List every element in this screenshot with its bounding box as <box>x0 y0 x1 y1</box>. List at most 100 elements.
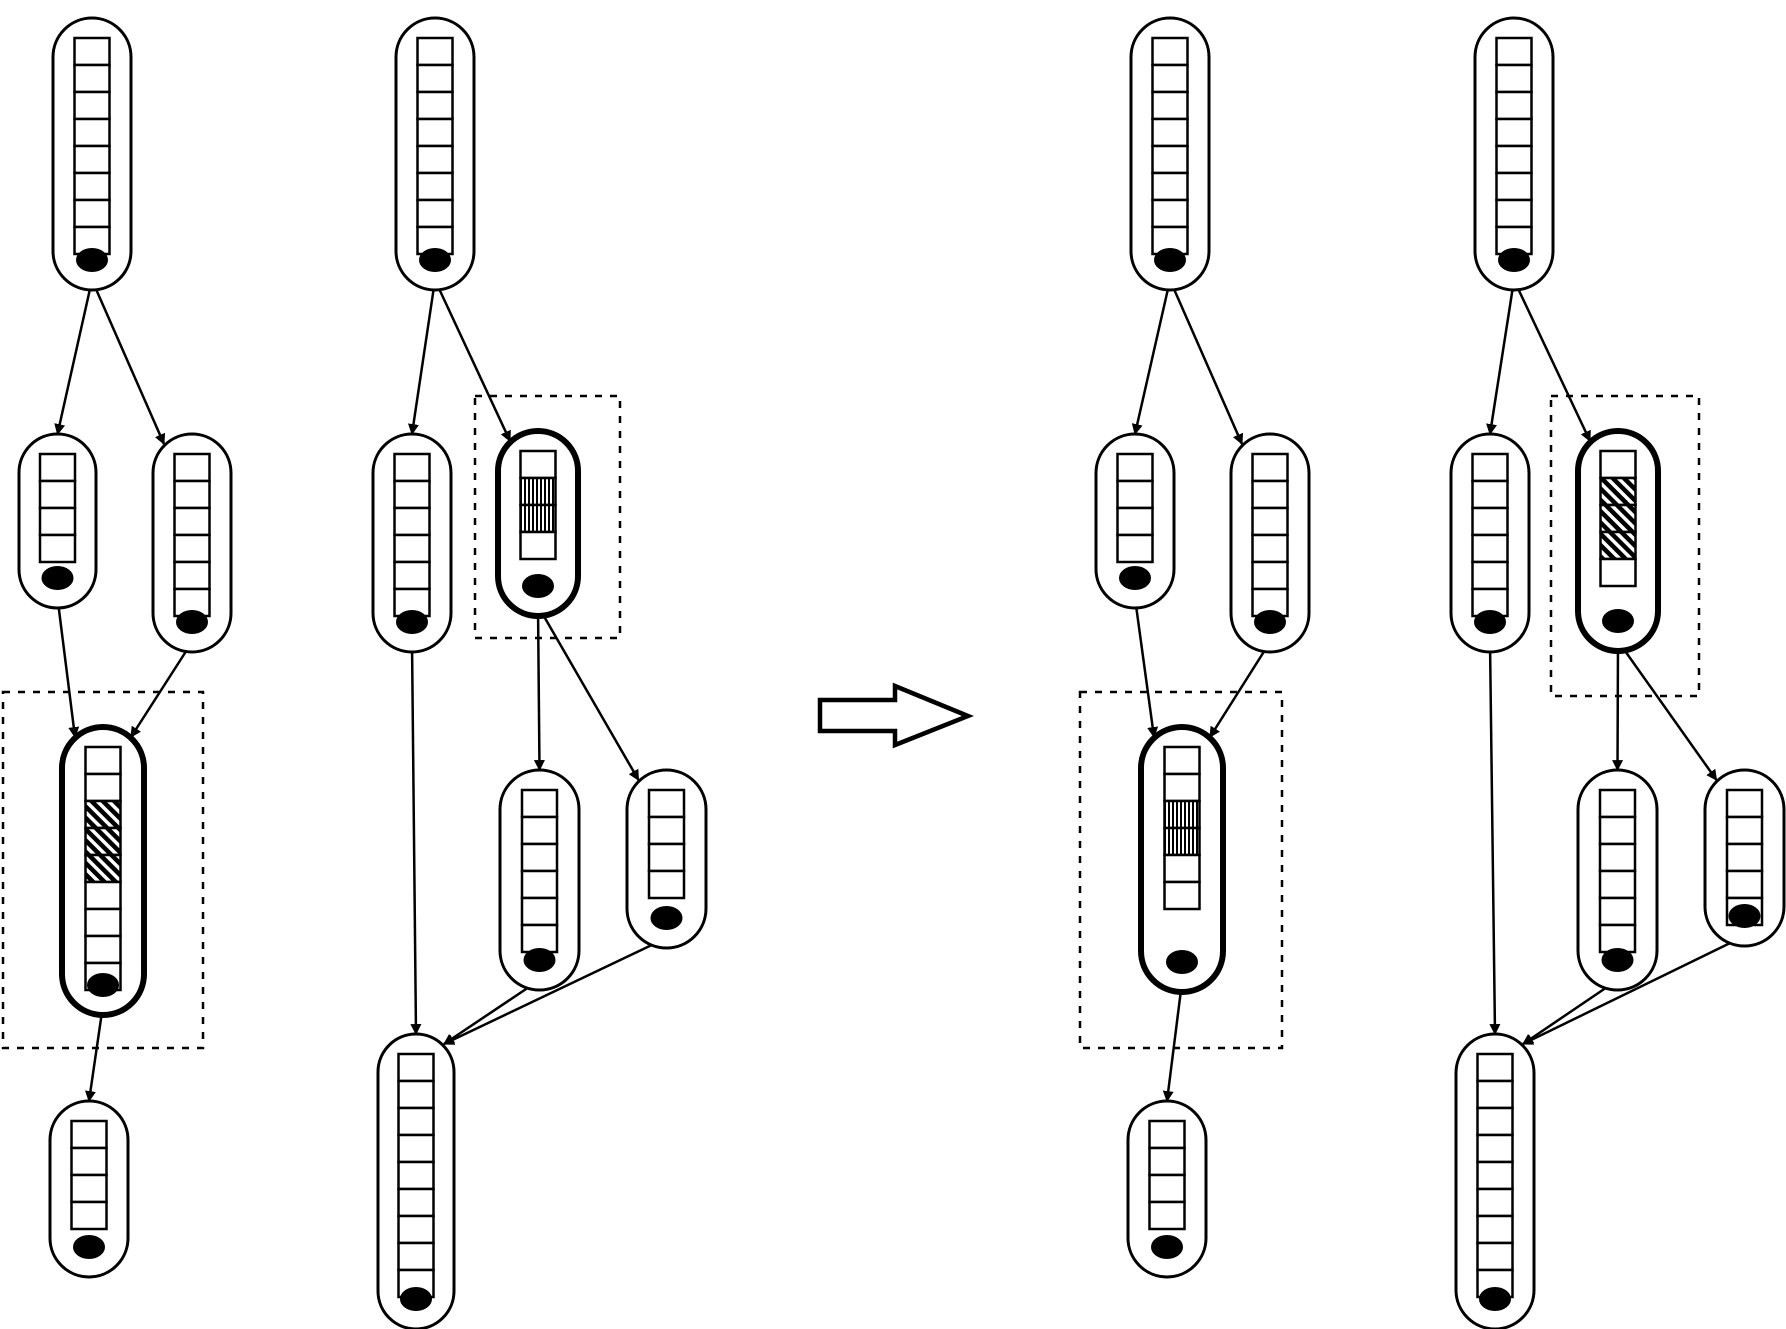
slot-cell <box>416 171 454 202</box>
edge-arrow <box>443 978 541 1046</box>
panel-2 <box>371 16 708 1329</box>
slot-cell <box>173 560 211 591</box>
slot-cell <box>1151 171 1189 202</box>
slot-cell <box>1116 452 1154 483</box>
node-port <box>522 574 554 598</box>
slot-cell <box>397 1106 435 1137</box>
slot-cell <box>1148 1200 1186 1231</box>
node <box>1229 432 1311 654</box>
slot-cell <box>1471 479 1509 510</box>
slot-cell <box>1495 117 1533 148</box>
edge-arrow <box>433 279 512 442</box>
edge-arrow <box>410 641 422 1036</box>
slot-cell <box>73 63 111 94</box>
slot-cell <box>1251 533 1289 564</box>
slot-cell <box>1495 144 1533 175</box>
slot-cell <box>1151 198 1189 229</box>
slot-cell <box>70 1200 108 1231</box>
slot-cell <box>1251 452 1289 483</box>
node-port <box>400 1287 432 1311</box>
slot-cell <box>519 449 557 480</box>
slot-cell <box>520 842 559 873</box>
slot-cell <box>84 880 122 911</box>
highlighted-node <box>59 724 147 1018</box>
slot-cell <box>1471 452 1509 483</box>
edge-arrow <box>1612 640 1624 772</box>
slot-cell <box>173 506 211 537</box>
slot-cell <box>1471 533 1509 564</box>
slot-cell <box>1599 557 1637 588</box>
edge-arrow <box>533 605 545 772</box>
slot-cell <box>519 530 557 561</box>
node <box>1473 16 1555 292</box>
slot-cell <box>84 907 122 938</box>
slot-cell <box>70 1146 108 1177</box>
node-port <box>419 248 451 272</box>
slot-cell <box>73 144 111 175</box>
slot-cell <box>1148 1173 1186 1204</box>
node <box>394 16 476 292</box>
edge-arrow <box>1486 279 1516 436</box>
slot-cell <box>1163 826 1201 857</box>
edge-arrow <box>56 597 80 739</box>
slot-cell <box>1599 530 1637 561</box>
slot-cell <box>1151 90 1189 121</box>
node <box>1454 1032 1536 1329</box>
panel-4 <box>1449 16 1786 1329</box>
slot-cell <box>84 772 122 803</box>
edge-arrow <box>443 936 668 1046</box>
edge-arrow <box>1616 640 1718 781</box>
slot-cell <box>73 171 111 202</box>
node <box>1449 432 1531 654</box>
slot-cell <box>647 842 686 873</box>
node-port <box>1154 248 1186 272</box>
edge-arrow <box>90 279 166 446</box>
slot-cell <box>1725 788 1764 819</box>
slot-cell <box>1495 198 1533 229</box>
node <box>1129 16 1211 292</box>
slot-cell <box>416 198 454 229</box>
slot-cell <box>647 869 686 900</box>
slot-cell <box>1116 479 1154 510</box>
slot-cell <box>1476 1187 1514 1218</box>
node-port <box>1254 610 1286 634</box>
node <box>17 432 98 610</box>
slot-cell <box>520 896 559 927</box>
slot-cell <box>393 479 431 510</box>
slot-cell <box>1476 1052 1514 1083</box>
slot-cell <box>1725 842 1764 873</box>
slot-cell <box>393 533 431 564</box>
slot-cell <box>1598 896 1637 927</box>
slot-cell <box>520 788 559 819</box>
slot-cell <box>73 117 111 148</box>
panel-3 <box>1094 16 1311 1279</box>
selection-box <box>1078 690 1284 1050</box>
slot-cell <box>173 533 211 564</box>
edge-arrow <box>1133 597 1159 739</box>
slot-cell <box>173 479 211 510</box>
node <box>48 1099 130 1279</box>
node-port <box>1601 948 1634 972</box>
edge-arrow <box>1522 934 1746 1046</box>
slot-cell <box>1148 1119 1186 1150</box>
slot-cell <box>393 560 431 591</box>
slot-cell <box>1476 1106 1514 1137</box>
slot-cell <box>1598 815 1637 846</box>
slot-cell <box>173 452 211 483</box>
node <box>625 768 708 950</box>
slot-cell <box>397 1187 435 1218</box>
node-port <box>650 906 683 930</box>
node-port <box>396 610 428 634</box>
slot-cell <box>1476 1079 1514 1110</box>
node <box>1576 768 1659 992</box>
slot-cell <box>397 1079 435 1110</box>
slot-cell <box>73 90 111 121</box>
slot-cell <box>1599 476 1637 507</box>
slot-cell <box>73 36 111 67</box>
edge-arrow <box>1512 279 1592 442</box>
slot-cell <box>416 90 454 121</box>
edge-arrow <box>1131 279 1172 436</box>
node-port <box>87 973 119 997</box>
edge-arrow <box>1488 641 1501 1036</box>
